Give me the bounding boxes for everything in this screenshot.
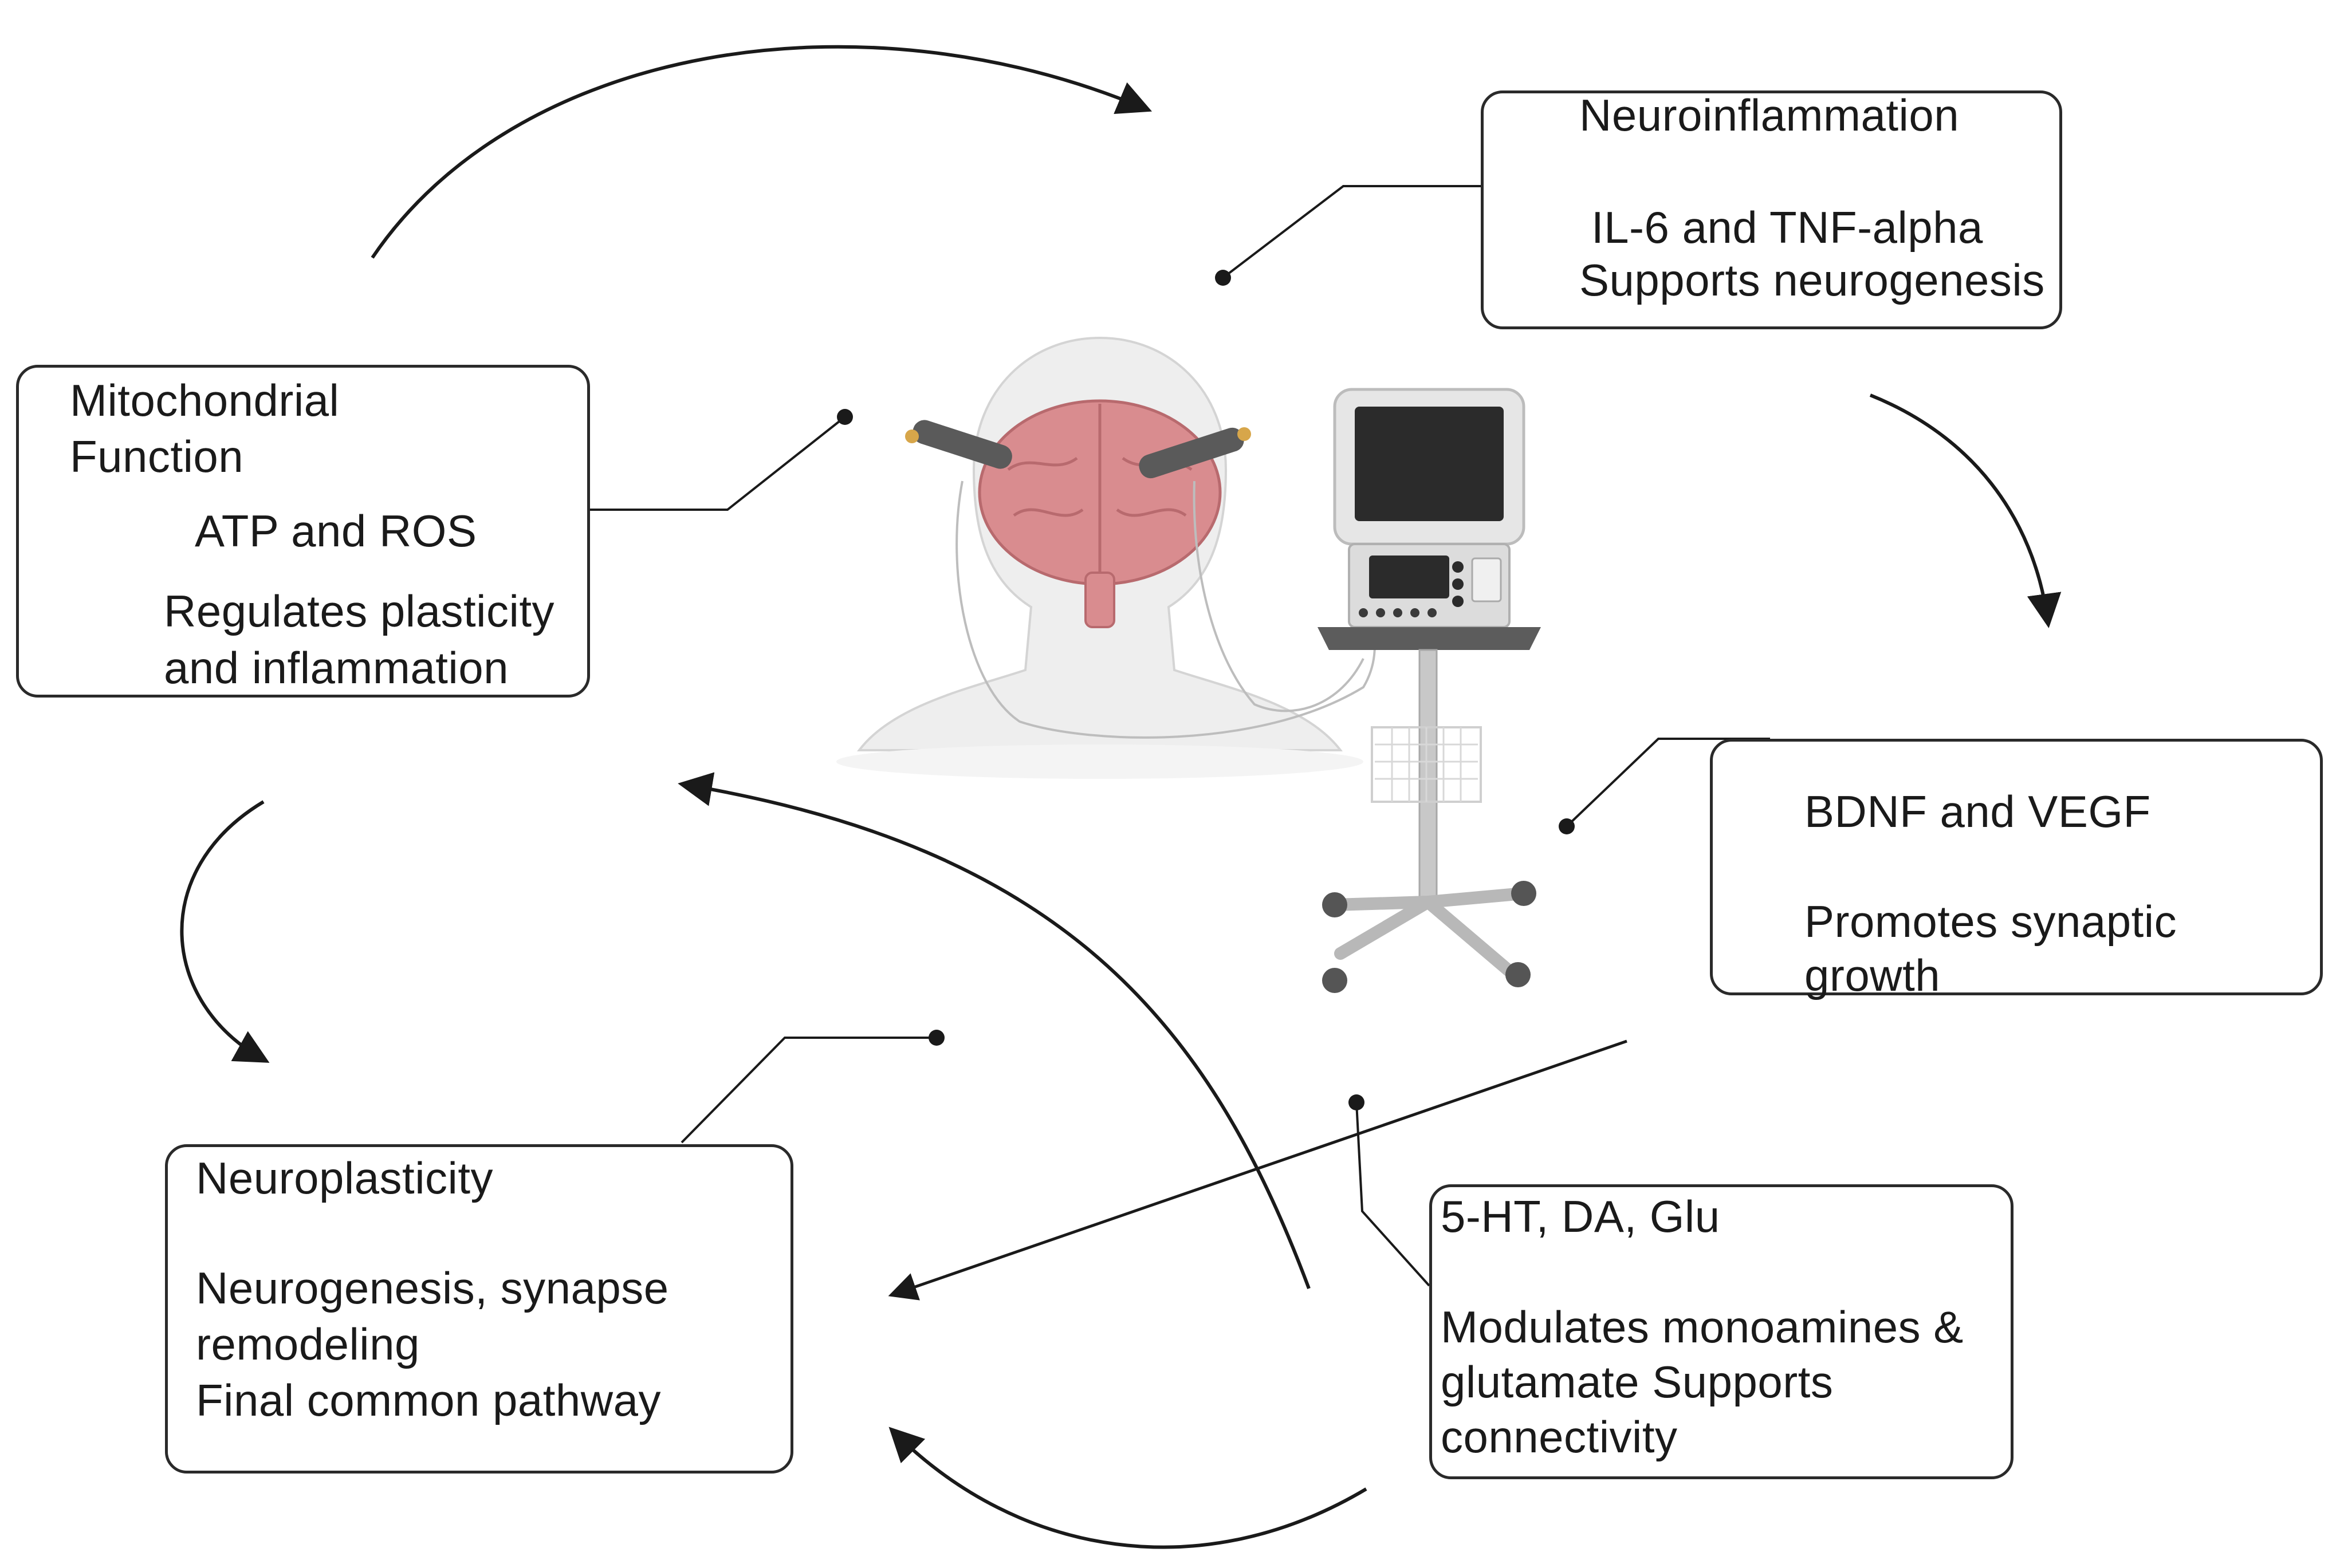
connector-dot (1215, 270, 1231, 286)
arrow-left-curve (180, 800, 270, 1063)
connector-dot (929, 1030, 945, 1046)
mitochondrial-title: Mitochondrial (70, 375, 340, 426)
neurotransmitters-line3: connectivity (1441, 1412, 1678, 1462)
neuroinflammation-title: Neuroinflammation (1579, 90, 1960, 140)
connector-neuroplasticity (681, 1037, 937, 1144)
connector-mitochondrial (590, 416, 846, 511)
neuroinflammation-line2: Supports neurogenesis (1579, 255, 2045, 305)
mitochondrial-line2: Regulates plasticity (164, 586, 554, 636)
connector-dot (837, 409, 853, 425)
arrow-center-curve (678, 772, 1311, 1290)
neuroplasticity-line2: remodeling (196, 1319, 420, 1369)
neuroplasticity-title: Neuroplasticity (196, 1153, 494, 1203)
neurotransmitters-title: 5-HT, DA, Glu (1441, 1191, 1720, 1242)
growth-factors-line1: BDNF and VEGF (1804, 786, 2151, 837)
mitochondrial-title-2: Function (70, 431, 244, 482)
arrow-straight-diagonal (888, 1039, 1627, 1301)
neuroplasticity-box (165, 1144, 793, 1474)
connector-dot (1559, 818, 1575, 834)
neuroplasticity-line3: Final common pathway (196, 1375, 662, 1425)
arrow-bottom-curve (888, 1427, 1367, 1549)
arrow-right-curve (1869, 393, 2062, 628)
mitochondrial-line1: ATP and ROS (195, 506, 477, 556)
neuroplasticity-line1: Neurogenesis, synapse (196, 1263, 669, 1313)
connector-neurotransmitters (1355, 1102, 1430, 1287)
neurotransmitters-line1: Modulates monoamines & (1441, 1302, 1964, 1352)
mitochondrial-line3: and inflammation (164, 643, 509, 693)
growth-factors-line2: Promotes synaptic (1804, 896, 2177, 947)
mitochondrial-box (16, 365, 590, 698)
growth-factors-box (1710, 739, 2323, 995)
neurotransmitters-line2: glutamate Supports (1441, 1357, 1834, 1407)
connector-neuroinflammation (1222, 185, 1481, 279)
tms-coils (905, 420, 1376, 739)
brain-icon (978, 399, 1222, 628)
neuroinflammation-line1: IL-6 and TNF-alpha (1591, 202, 1983, 253)
growth-factors-line3: growth (1804, 950, 1941, 1000)
neurotransmitters-box (1429, 1184, 2013, 1479)
arrow-top-curve (371, 45, 1153, 259)
neuroinflammation-box (1481, 90, 2062, 329)
tms-device-icon (1318, 388, 1541, 993)
connector-dot (1348, 1094, 1364, 1110)
